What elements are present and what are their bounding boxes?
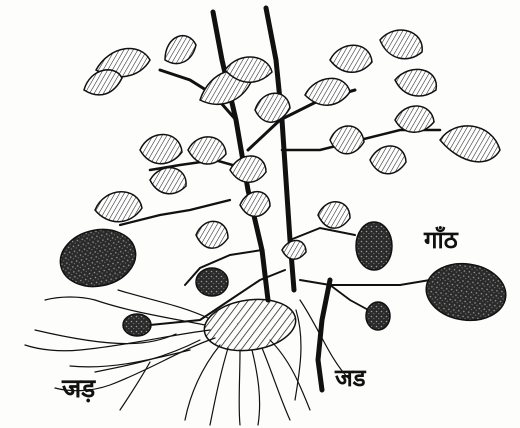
leaf bbox=[196, 221, 228, 248]
leaf bbox=[165, 36, 196, 64]
leaf bbox=[318, 202, 350, 228]
seed-tuber bbox=[201, 294, 299, 356]
roots bbox=[25, 290, 350, 425]
label-tuber: गाँठ bbox=[424, 228, 458, 252]
leaf bbox=[305, 78, 350, 105]
tuber-large-left bbox=[55, 223, 141, 294]
leaves bbox=[84, 30, 500, 259]
tuber-small-right bbox=[366, 302, 390, 330]
leaf bbox=[230, 156, 266, 182]
leaf bbox=[188, 137, 226, 164]
label-root-right: जड bbox=[335, 366, 366, 390]
leaf bbox=[140, 134, 182, 163]
leaf bbox=[330, 126, 364, 154]
leaf bbox=[395, 106, 434, 132]
leaf bbox=[84, 70, 122, 95]
label-root-left: जड़ bbox=[62, 376, 95, 402]
leaf bbox=[395, 69, 436, 96]
leaf bbox=[282, 240, 306, 259]
leaf bbox=[440, 126, 500, 162]
leaf bbox=[95, 192, 142, 222]
leaf bbox=[370, 146, 406, 174]
leaf bbox=[150, 168, 186, 194]
leaf bbox=[330, 45, 372, 72]
tuber-small-mid bbox=[196, 268, 228, 296]
tuber-large-right bbox=[422, 259, 509, 326]
leaf bbox=[380, 30, 422, 59]
tuber-right-upper bbox=[356, 222, 392, 270]
leaf bbox=[240, 192, 270, 217]
tuber-small-left bbox=[123, 314, 151, 336]
